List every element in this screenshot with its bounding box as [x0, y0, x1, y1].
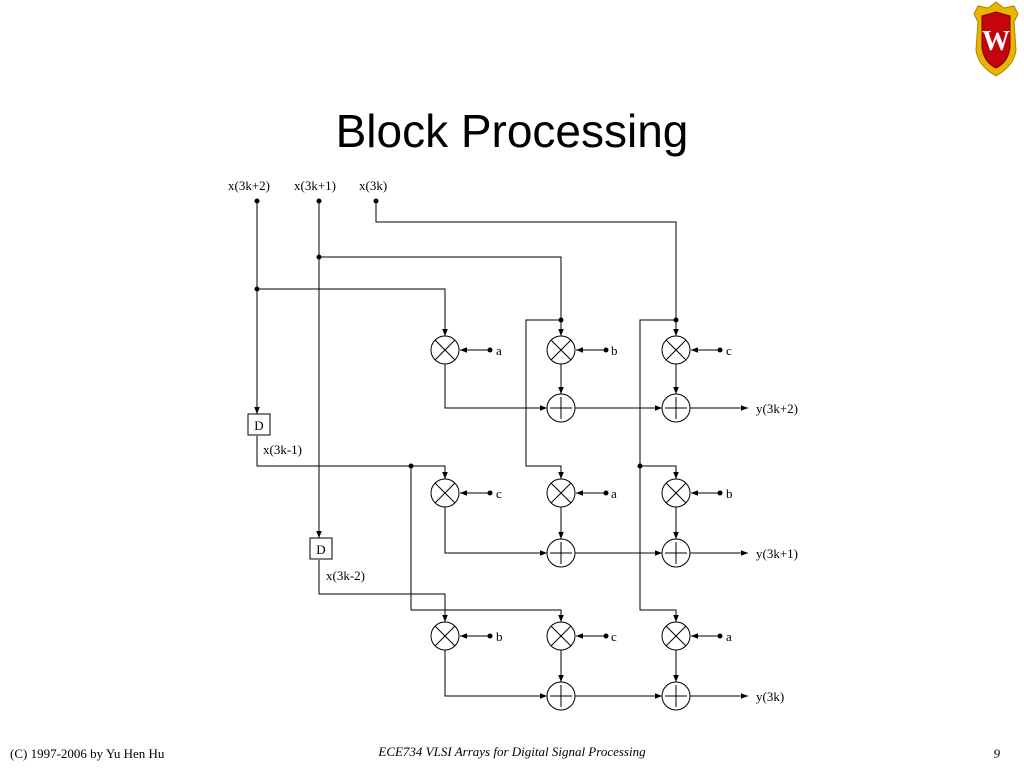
coefficient-label: b — [611, 343, 618, 358]
input-label: x(3k+1) — [294, 178, 336, 193]
coefficient-label: a — [726, 629, 732, 644]
multiplier-node — [546, 478, 576, 508]
output-label: y(3k+2) — [756, 401, 798, 416]
coefficient-label: b — [726, 486, 733, 501]
coefficient-label: c — [496, 486, 502, 501]
adder-node — [546, 681, 576, 711]
coefficient-label: b — [496, 629, 503, 644]
adder-node — [546, 538, 576, 568]
multiplier-node — [430, 621, 460, 651]
junction-dots — [254, 198, 723, 639]
coefficient-label: c — [611, 629, 617, 644]
delay-label: D — [254, 418, 263, 433]
multiplier-node — [661, 335, 691, 365]
multiplier-node — [430, 478, 460, 508]
adder-node — [546, 393, 576, 423]
logo-letter: W — [982, 26, 1010, 57]
coefficient-label: a — [496, 343, 502, 358]
adders — [546, 393, 691, 711]
multiplier-node — [546, 335, 576, 365]
slide-title: Block Processing — [335, 105, 689, 157]
coefficient-label: a — [611, 486, 617, 501]
multipliers — [430, 335, 691, 651]
slide-number: 9 — [993, 746, 1001, 761]
delay-box — [309, 537, 333, 560]
delay-output-label: x(3k-2) — [326, 568, 365, 583]
output-label: y(3k+1) — [756, 546, 798, 561]
adder-node — [661, 681, 691, 711]
adder-node — [661, 393, 691, 423]
coefficient-label: c — [726, 343, 732, 358]
input-label: x(3k+2) — [228, 178, 270, 193]
delay-boxes — [247, 413, 333, 560]
delay-label: D — [316, 542, 325, 557]
university-crest-logo: W — [973, 1, 1019, 77]
multiplier-node — [661, 478, 691, 508]
input-label: x(3k) — [359, 178, 387, 193]
multiplier-node — [546, 621, 576, 651]
delay-box — [247, 413, 271, 436]
multiplier-node — [430, 335, 460, 365]
delay-output-label: x(3k-1) — [263, 442, 302, 457]
footer-course-title: ECE734 VLSI Arrays for Digital Signal Pr… — [378, 744, 646, 759]
footer-copyright: (C) 1997-2006 by Yu Hen Hu — [10, 746, 165, 761]
output-label: y(3k) — [756, 689, 784, 704]
multiplier-node — [661, 621, 691, 651]
adder-node — [661, 538, 691, 568]
